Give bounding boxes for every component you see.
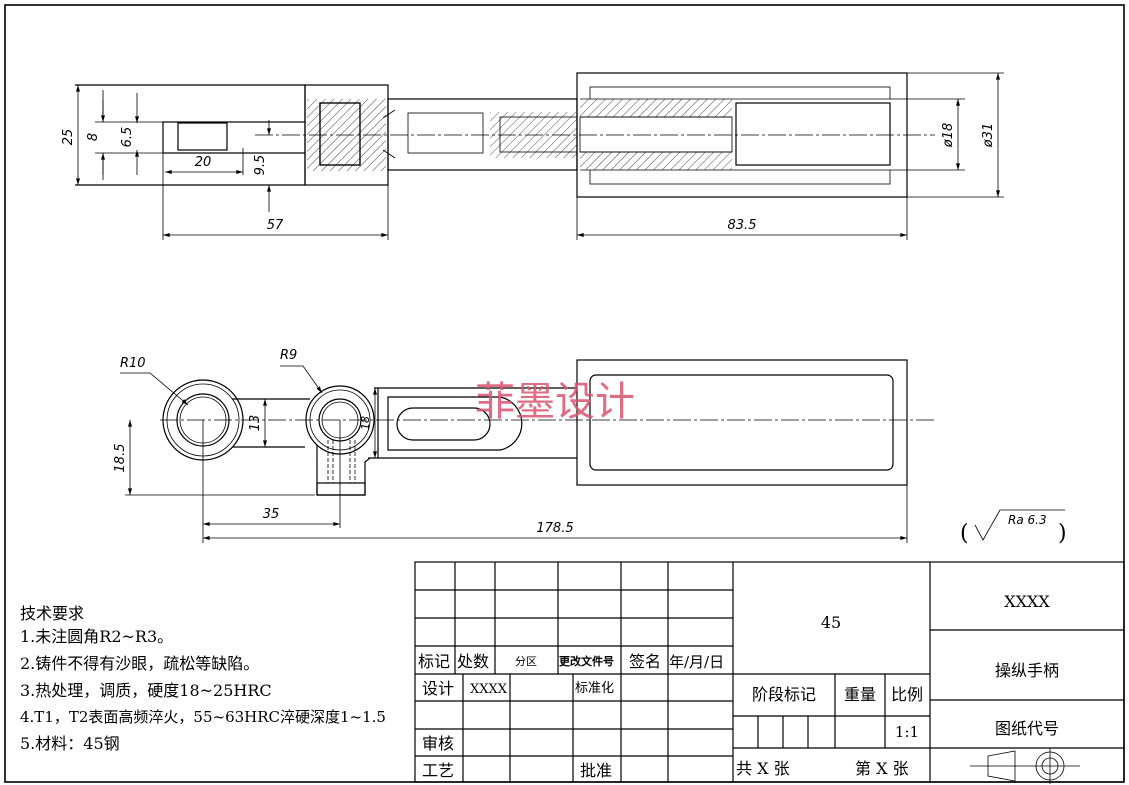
svg-text:阶段标记: 阶段标记 xyxy=(752,685,816,704)
svg-text:2.铸件不得有沙眼，疏松等缺陷。: 2.铸件不得有沙眼，疏松等缺陷。 xyxy=(20,654,259,673)
svg-text:): ) xyxy=(1058,521,1067,546)
dim-57: 57 xyxy=(267,218,284,233)
roughness-symbol: ( Ra 6.3 ) xyxy=(960,509,1067,546)
dim-35: 35 xyxy=(263,507,280,522)
part-name: 操纵手柄 xyxy=(995,661,1059,680)
svg-text:工艺: 工艺 xyxy=(422,761,454,780)
dim-6-5: 6.5 xyxy=(120,127,135,148)
dim-178-5: 178.5 xyxy=(536,521,573,536)
dim-20: 20 xyxy=(195,155,212,170)
svg-text:图纸代号: 图纸代号 xyxy=(995,719,1059,738)
dim-18: 18 xyxy=(359,416,372,430)
rev-header-mark: 标记 xyxy=(418,652,450,671)
svg-text:第 X 张: 第 X 张 xyxy=(855,759,909,778)
svg-text:4.T1，T2表面高频淬火，55~63HRC淬硬深度1~1.: 4.T1，T2表面高频淬火，55~63HRC淬硬深度1~1.5 xyxy=(20,708,386,726)
front-section-view: 25 8 6.5 20 9.5 57 83.5 ø18 ø31 xyxy=(61,72,1004,240)
leader-r10: R10 xyxy=(120,356,146,371)
watermark: 菲墨设计 xyxy=(475,379,635,425)
svg-text:3.热处理，调质，硬度18~25HRC: 3.热处理，调质，硬度18~25HRC xyxy=(20,681,272,700)
svg-text:比例: 比例 xyxy=(891,685,923,704)
svg-text:设计: 设计 xyxy=(422,679,454,698)
title-block: 标记 处数 分区 更改文件号 签名 年/月/日 设计 XXXX 标准化 审核 工… xyxy=(414,561,1125,784)
top-view: 13 18 18.5 35 178.5 R10 R9 xyxy=(113,348,935,543)
svg-text:5.材料：45钢: 5.材料：45钢 xyxy=(20,734,120,753)
dim-dia31: ø31 xyxy=(981,123,996,149)
svg-text:1.未注圆角R2~R3。: 1.未注圆角R2~R3。 xyxy=(20,627,173,646)
designer: XXXX xyxy=(470,682,508,697)
svg-text:年/月/日: 年/月/日 xyxy=(669,653,724,671)
svg-text:标准化: 标准化 xyxy=(575,681,614,696)
dim-13: 13 xyxy=(248,415,263,432)
svg-text:处数: 处数 xyxy=(457,652,489,671)
company: XXXX xyxy=(1004,592,1050,611)
svg-text:更改文件号: 更改文件号 xyxy=(559,654,614,668)
material: 45 xyxy=(821,613,841,632)
technical-requirements: 技术要求 1.未注圆角R2~R3。 2.铸件不得有沙眼，疏松等缺陷。 3.热处理… xyxy=(20,604,386,753)
svg-text:审核: 审核 xyxy=(422,734,454,753)
leader-r9: R9 xyxy=(280,348,297,363)
dim-25: 25 xyxy=(61,129,76,146)
svg-text:共 X 张: 共 X 张 xyxy=(736,759,790,778)
dim-dia18: ø18 xyxy=(941,123,956,149)
svg-text:签名: 签名 xyxy=(629,652,661,671)
svg-text:重量: 重量 xyxy=(844,685,876,704)
scale-value: 1:1 xyxy=(895,723,919,741)
svg-text:技术要求: 技术要求 xyxy=(20,604,84,623)
svg-text:(: ( xyxy=(960,521,969,546)
svg-text:Ra 6.3: Ra 6.3 xyxy=(1008,513,1047,527)
dim-8: 8 xyxy=(86,133,101,141)
svg-text:批准: 批准 xyxy=(580,761,612,780)
svg-text:分区: 分区 xyxy=(515,655,537,668)
dim-9-5: 9.5 xyxy=(253,155,268,176)
projection-symbol-icon xyxy=(970,748,1080,784)
dim-83-5: 83.5 xyxy=(728,218,757,233)
dim-18-5: 18.5 xyxy=(113,444,128,473)
